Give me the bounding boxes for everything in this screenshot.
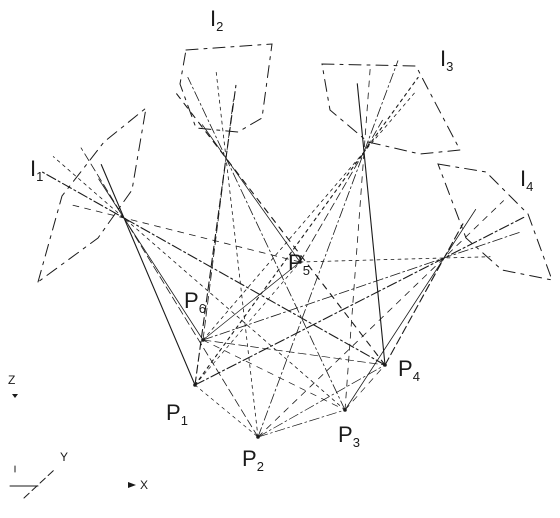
x-axis-arrow	[128, 482, 136, 488]
image-plane-i3	[321, 63, 461, 155]
label-P5: P5	[288, 250, 310, 278]
ray-i3-p6	[202, 91, 416, 341]
label-I1: I1	[30, 156, 43, 184]
edge-p6-p5	[202, 261, 301, 341]
point-marker-p4	[383, 363, 387, 367]
label-I2: I2	[210, 6, 223, 34]
label-P6: P6	[184, 288, 206, 316]
image-plane-i4	[437, 163, 553, 281]
ray-i4-p6	[202, 231, 522, 341]
ray-i3-p4	[356, 83, 386, 366]
ray-i1-p1	[100, 164, 196, 386]
ray-i3-p2	[257, 60, 399, 438]
ray-i4-p2	[257, 200, 504, 438]
y-axis-line	[23, 469, 55, 499]
ray-i3-p1	[194, 76, 419, 386]
point-marker-p6	[201, 338, 205, 342]
edge-p6-p4	[202, 339, 386, 366]
point-marker-p3	[343, 408, 347, 412]
image-plane-i2	[179, 43, 273, 133]
projection-lines	[39, 60, 525, 438]
label-P4: P4	[398, 356, 420, 384]
ray-i2-p6	[202, 99, 234, 341]
label-P2: P2	[242, 446, 264, 474]
ray-i2-p4	[174, 91, 386, 366]
point-markers	[193, 260, 387, 439]
edge-p2-p4	[257, 364, 386, 438]
axis-label-z: Z	[8, 373, 15, 387]
ray-i2-p5	[201, 124, 301, 263]
z-axis-arrow	[12, 394, 18, 398]
ray-i1-p4	[39, 170, 386, 366]
image-plane-i1	[37, 106, 147, 284]
image-planes	[37, 43, 553, 284]
axis-label-x: X	[140, 478, 148, 492]
axis-triad: Z Y X	[8, 373, 148, 499]
label-P3: P3	[338, 422, 360, 450]
edge-p1-p5	[194, 261, 301, 386]
ray-i4-p3	[344, 208, 477, 411]
edge-p2-p3	[257, 409, 346, 438]
ray-i2-p2	[215, 68, 259, 438]
point-marker-p5	[298, 260, 302, 264]
ray-i1-p2	[80, 147, 259, 438]
ray-i3-p5	[299, 116, 385, 263]
ray-i4-p5	[299, 256, 491, 263]
point-marker-p2	[256, 435, 260, 439]
ray-i4-p4	[384, 223, 464, 366]
label-P1: P1	[166, 400, 188, 428]
ray-i2-p3	[187, 77, 346, 411]
ray-i1-p3	[52, 156, 346, 411]
point-marker-p1	[193, 383, 197, 387]
label-I3: I3	[440, 46, 453, 74]
label-I4: I4	[520, 166, 533, 194]
edge-p1-p2	[194, 384, 259, 438]
ray-i4-p1	[194, 216, 525, 386]
ray-i1-p6	[98, 178, 204, 341]
edge-p6-p3	[202, 339, 346, 411]
axis-label-y: Y	[60, 450, 68, 464]
edge-p3-p4	[344, 364, 386, 411]
ray-i3-p3	[344, 69, 371, 411]
ray-i1-p5	[67, 203, 301, 263]
